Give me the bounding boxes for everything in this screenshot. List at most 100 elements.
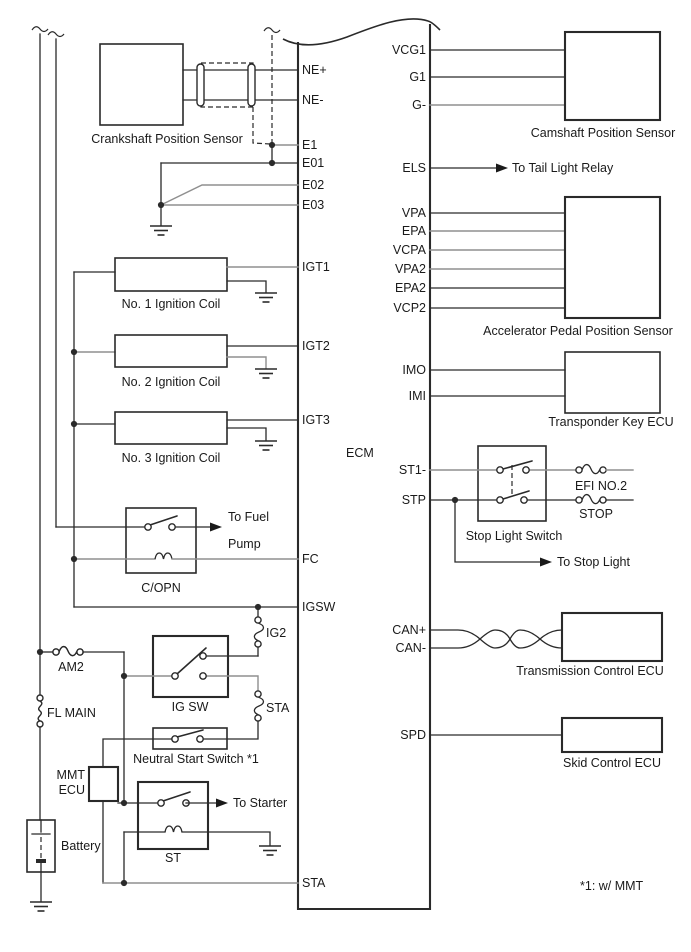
ig-switch-box: [151, 634, 230, 699]
pin-igt3: IGT3: [302, 413, 330, 427]
contact: [199, 672, 207, 680]
fuse-am2-label: AM2: [58, 660, 84, 674]
stop-light-switch-label: Stop Light Switch: [466, 529, 563, 543]
junction-dot: [268, 141, 276, 149]
to-stop-light-label: To Stop Light: [557, 555, 630, 569]
junction-dot: [70, 348, 78, 356]
contact: [199, 652, 207, 660]
camshaft-sensor-box: [563, 30, 662, 122]
pin-els: ELS: [402, 161, 426, 175]
contact: [144, 523, 152, 531]
contact: [496, 466, 504, 474]
ignition-coil-3: No. 3 Ignition Coil: [70, 411, 299, 465]
pin-vpa: VPA: [402, 206, 427, 220]
pin-can-plus: CAN+: [392, 623, 426, 637]
camshaft-sensor-section: Camshaft Position Sensor: [429, 30, 675, 140]
ecm-box: [296, 24, 432, 911]
contact: [520, 496, 528, 504]
ecm-module: ECM NE+ NE- E1 E01 E02 E03 IGT1 IGT2 IGT…: [282, 18, 441, 911]
relay-coil-icon: [154, 552, 173, 560]
ig-switch-label: IG SW: [172, 700, 209, 714]
junction-dot: [70, 555, 78, 563]
ecm-top-break-curve: [282, 18, 441, 46]
contact: [168, 523, 176, 531]
switch-blade: [176, 729, 204, 738]
twisted-pair-wire: [429, 629, 563, 649]
pin-fc: FC: [302, 552, 319, 566]
fuse-sta-icon: [253, 690, 265, 722]
copn-box: [125, 507, 197, 574]
footnote: *1: w/ MMT: [580, 879, 644, 893]
switch-blade: [149, 515, 178, 526]
fuse-am2-icon: [52, 645, 84, 657]
pin-e03: E03: [302, 198, 324, 212]
mmt-ecu-label-2: ECU: [59, 783, 85, 797]
stop-light-switch-box: [477, 445, 547, 522]
transmission-ecu-label: Transmission Control ECU: [516, 664, 664, 678]
switch-blade: [502, 490, 530, 500]
st-relay-label: ST: [165, 851, 181, 865]
junction-dot: [120, 879, 128, 887]
ground-icon: [149, 225, 173, 236]
contact: [196, 735, 204, 743]
pin-imo: IMO: [402, 363, 426, 377]
pin-st1: ST1-: [399, 463, 426, 477]
ground-icon: [254, 292, 278, 303]
pin-vpa2: VPA2: [395, 262, 426, 276]
cable-connector: [247, 63, 256, 107]
fuse-ig2-icon: [253, 616, 265, 648]
arrow-icon: [210, 522, 222, 532]
copn-relay-section: To Fuel Pump C/OPN: [55, 507, 299, 595]
fl-main-label: FL MAIN: [47, 706, 96, 720]
fuse-stop-icon: [575, 493, 607, 505]
relay-coil-icon: [164, 825, 183, 833]
junction-dot: [268, 159, 276, 167]
pin-igt2: IGT2: [302, 339, 330, 353]
pin-e1: E1: [302, 138, 317, 152]
pin-ne-minus: NE-: [302, 93, 324, 107]
power-buses: [31, 26, 75, 696]
pin-e02: E02: [302, 178, 324, 192]
fuse-sta-label: STA: [266, 701, 290, 715]
pin-stp: STP: [402, 493, 426, 507]
junction-dot: [120, 672, 128, 680]
break-mark: [263, 27, 281, 34]
to-fuel-pump-label-2: Pump: [228, 537, 261, 551]
stop-light-section: EFI NO.2 STOP Stop Light Switch To Stop …: [429, 445, 634, 569]
contact: [171, 672, 179, 680]
switch-blade: [176, 647, 207, 675]
coil2-label: No. 2 Ignition Coil: [122, 375, 221, 389]
pin-g1: G1: [409, 70, 426, 84]
skid-ecu-label: Skid Control ECU: [563, 756, 661, 770]
coil2-box: [114, 334, 228, 368]
transmission-ecu-box: [560, 611, 664, 663]
accel-sensor-section: Accelerator Pedal Position Sensor: [429, 195, 673, 338]
ignition-coil-1: No. 1 Ignition Coil: [73, 257, 299, 311]
junction-dot: [120, 799, 128, 807]
arrow-icon: [216, 798, 228, 808]
mmt-ecu-label-1: MMT: [57, 768, 86, 782]
pin-imi: IMI: [409, 389, 426, 403]
battery-section: FL MAIN Battery: [26, 694, 101, 912]
ground-icon: [29, 901, 53, 912]
fuse-efi-no2-icon: [575, 463, 607, 475]
skid-section: Skid Control ECU: [429, 716, 664, 770]
ground-icon: [258, 845, 282, 856]
fuse-stop-label: STOP: [579, 507, 613, 521]
to-fuel-pump-label-1: To Fuel: [228, 510, 269, 524]
ground-icon: [254, 440, 278, 451]
arrow-icon: [496, 163, 508, 173]
st-relay-box: [136, 780, 210, 851]
switch-blade: [162, 791, 191, 802]
pin-e01: E01: [302, 156, 324, 170]
fuse-efi-no2-label: EFI NO.2: [575, 479, 627, 493]
copn-label: C/OPN: [141, 581, 181, 595]
ignition-switch-section: IG2 IG SW AM2 STA: [36, 603, 299, 804]
transponder-section: Transponder Key ECU: [429, 351, 674, 429]
contact: [496, 496, 504, 504]
break-mark: [47, 31, 65, 38]
ecm-ground-wires: [149, 141, 299, 236]
accel-sensor-label: Accelerator Pedal Position Sensor: [483, 324, 673, 338]
